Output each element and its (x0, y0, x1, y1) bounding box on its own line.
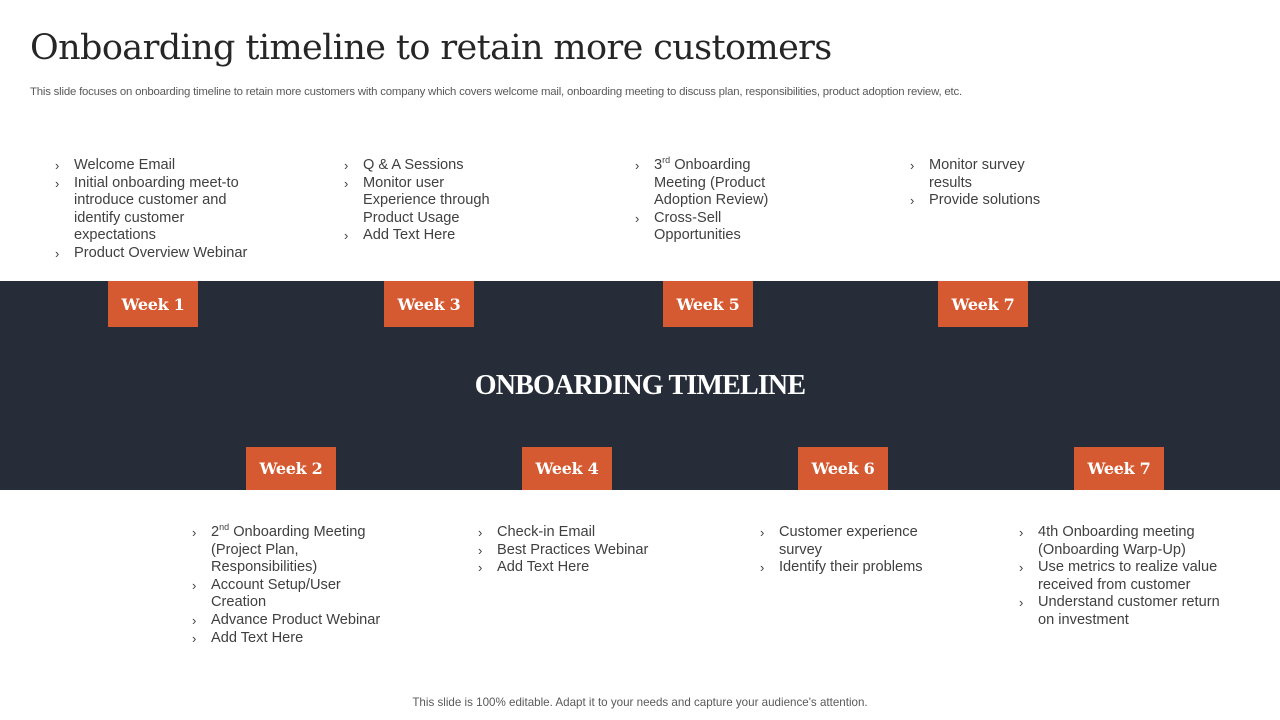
chevron-right-icon: › (55, 158, 60, 173)
chevron-right-icon: › (478, 542, 483, 558)
chevron-right-icon: › (760, 560, 765, 576)
slide-subtitle: This slide focuses on onboarding timelin… (30, 86, 962, 98)
chevron-right-icon: › (910, 158, 915, 173)
list-item: ›Customer experience survey (760, 524, 918, 558)
week-6-list: ›Customer experience survey ›Identify th… (760, 524, 940, 577)
week-7-top-list: ›Monitor survey results ›Provide solutio… (910, 157, 1060, 210)
timeline-band (0, 281, 1280, 490)
chevron-right-icon: › (344, 175, 349, 191)
list-item: ›Add Text Here (192, 629, 304, 646)
week-2-list: › 2nd Onboarding Meeting (Project Plan, R… (192, 522, 392, 647)
chevron-right-icon: › (192, 525, 197, 540)
ordinal-text: 2nd Onboarding Meeting (Project Plan, Re… (211, 522, 366, 576)
timeline-title: ONBOARDING TIMELINE (474, 370, 806, 401)
list-item: ›Advance Product Webinar (192, 611, 381, 628)
list-item: ›Product Overview Webinar (55, 244, 248, 261)
chevron-right-icon: › (1019, 525, 1024, 540)
list-item: › 2nd Onboarding Meeting (Project Plan, R… (192, 522, 392, 577)
week-4-label: Week 4 (522, 447, 612, 490)
list-item: ›Understand customer return on investmen… (1019, 594, 1220, 628)
list-item: ›Add Text Here (344, 227, 456, 244)
week-6-label: Week 6 (798, 447, 888, 490)
chevron-right-icon: › (192, 577, 197, 593)
chevron-right-icon: › (192, 630, 197, 646)
week-1-label: Week 1 (108, 281, 198, 327)
list-item: ›Add Text Here (478, 559, 590, 576)
slide-title: Onboarding timeline to retain more custo… (30, 28, 832, 68)
list-item: ›Monitor survey results (910, 157, 1025, 191)
week-1-list: ›Welcome Email ›Initial onboarding meet-… (55, 157, 265, 263)
week-5-label: Week 5 (663, 281, 753, 327)
list-item: ›4th Onboarding meeting (Onboarding Warp… (1019, 524, 1195, 558)
week-4-list: ›Check-in Email ›Best Practices Webinar … (478, 524, 678, 577)
chevron-right-icon: › (1019, 560, 1024, 576)
chevron-right-icon: › (192, 612, 197, 628)
week-3-label: Week 3 (384, 281, 474, 327)
list-item: ›Best Practices Webinar (478, 541, 649, 558)
ordinal-text: 3rd Onboarding Meeting (Product Adoption… (654, 155, 769, 209)
list-item: ›Initial onboarding meet-to introduce cu… (55, 174, 239, 244)
list-item: ›Monitor user Experience through Product… (344, 174, 490, 226)
chevron-right-icon: › (760, 525, 765, 540)
list-item: ›Q & A Sessions (344, 157, 464, 173)
list-item: ›Check-in Email (478, 524, 596, 540)
list-item: ›Account Setup/User Creation (192, 576, 341, 611)
week-7-bottom-list: ›4th Onboarding meeting (Onboarding Warp… (1019, 524, 1234, 630)
list-item: › 3rd Onboarding Meeting (Product Adoptio… (635, 155, 785, 210)
chevron-right-icon: › (635, 210, 640, 226)
chevron-right-icon: › (1019, 595, 1024, 611)
chevron-right-icon: › (478, 560, 483, 576)
chevron-right-icon: › (344, 228, 349, 244)
list-item: ›Identify their problems (760, 559, 923, 576)
list-item: ›Welcome Email (55, 157, 176, 173)
chevron-right-icon: › (478, 525, 483, 540)
week-7-top-label: Week 7 (938, 281, 1028, 327)
week-7-bottom-label: Week 7 (1074, 447, 1164, 490)
list-item: ›Use metrics to realize value received f… (1019, 559, 1218, 593)
chevron-right-icon: › (635, 158, 640, 173)
list-item: ›Cross-Sell Opportunities (635, 209, 741, 244)
chevron-right-icon: › (55, 175, 60, 191)
chevron-right-icon: › (910, 193, 915, 209)
chevron-right-icon: › (55, 245, 60, 261)
week-2-label: Week 2 (246, 447, 336, 490)
week-5-list: › 3rd Onboarding Meeting (Product Adoptio… (635, 155, 785, 245)
week-3-list: ›Q & A Sessions ›Monitor user Experience… (344, 157, 504, 245)
chevron-right-icon: › (344, 158, 349, 173)
slide-footer: This slide is 100% editable. Adapt it to… (412, 696, 868, 709)
list-item: ›Provide solutions (910, 192, 1041, 209)
